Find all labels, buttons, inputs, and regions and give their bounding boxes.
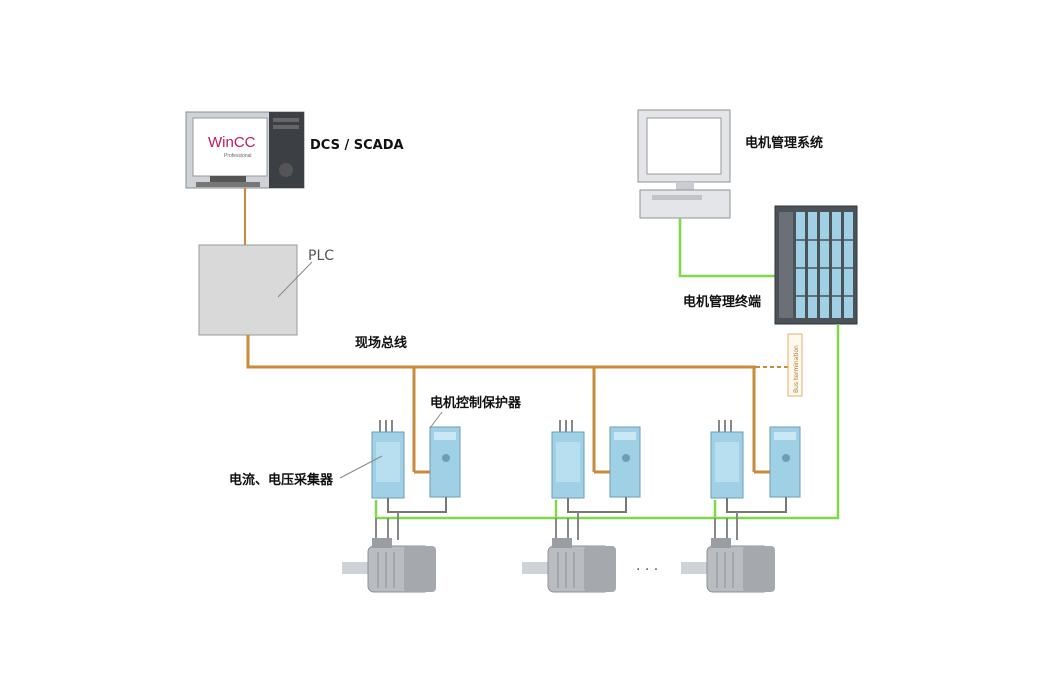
- device-group-1: [342, 420, 461, 593]
- pc-terminal-ethernet: [678, 218, 776, 278]
- motor-mgmt-terminal-label: 电机管理终端: [683, 294, 761, 310]
- motor-protector-1: [429, 426, 461, 498]
- fieldbus-line: [246, 335, 772, 474]
- current-voltage-collector-3: [710, 420, 744, 499]
- wincc-logo-text: WinCC: [208, 134, 256, 151]
- collector-label: 电流、电压采集器: [229, 472, 334, 488]
- electric-motor-icon-3: [681, 538, 775, 593]
- motor-protector-label: 电机控制保护器: [430, 395, 522, 411]
- motor-protector-3: [769, 426, 801, 498]
- collector-leader: [339, 455, 383, 479]
- fieldbus-label: 现场总线: [355, 335, 407, 351]
- motor-mgmt-system-label: 电机管理系统: [745, 135, 823, 151]
- management-pc-icon: [637, 109, 731, 219]
- motor-protector-leader: [429, 411, 443, 429]
- plc-label: PLC: [308, 248, 334, 264]
- device-group-2: [522, 420, 641, 593]
- terminal-rack-icon: [774, 205, 858, 325]
- terminal-green-bus: [376, 324, 840, 520]
- current-voltage-collector-2: [551, 420, 585, 499]
- device-group-3: [681, 420, 801, 593]
- electric-motor-icon-2: [522, 538, 616, 593]
- motor-protector-2: [609, 426, 641, 498]
- ellipsis: · · ·: [636, 562, 658, 578]
- bus-termination-tag: Bus termination: [787, 333, 803, 397]
- scada-computer-icon: WinCC Professional: [185, 111, 305, 189]
- wincc-sub-text: Professional: [224, 153, 252, 159]
- plc-box: [198, 244, 313, 336]
- electric-motor-icon-1: [342, 538, 436, 593]
- scada-label: DCS / SCADA: [310, 138, 404, 153]
- bus-termination-label: Bus termination: [793, 345, 800, 393]
